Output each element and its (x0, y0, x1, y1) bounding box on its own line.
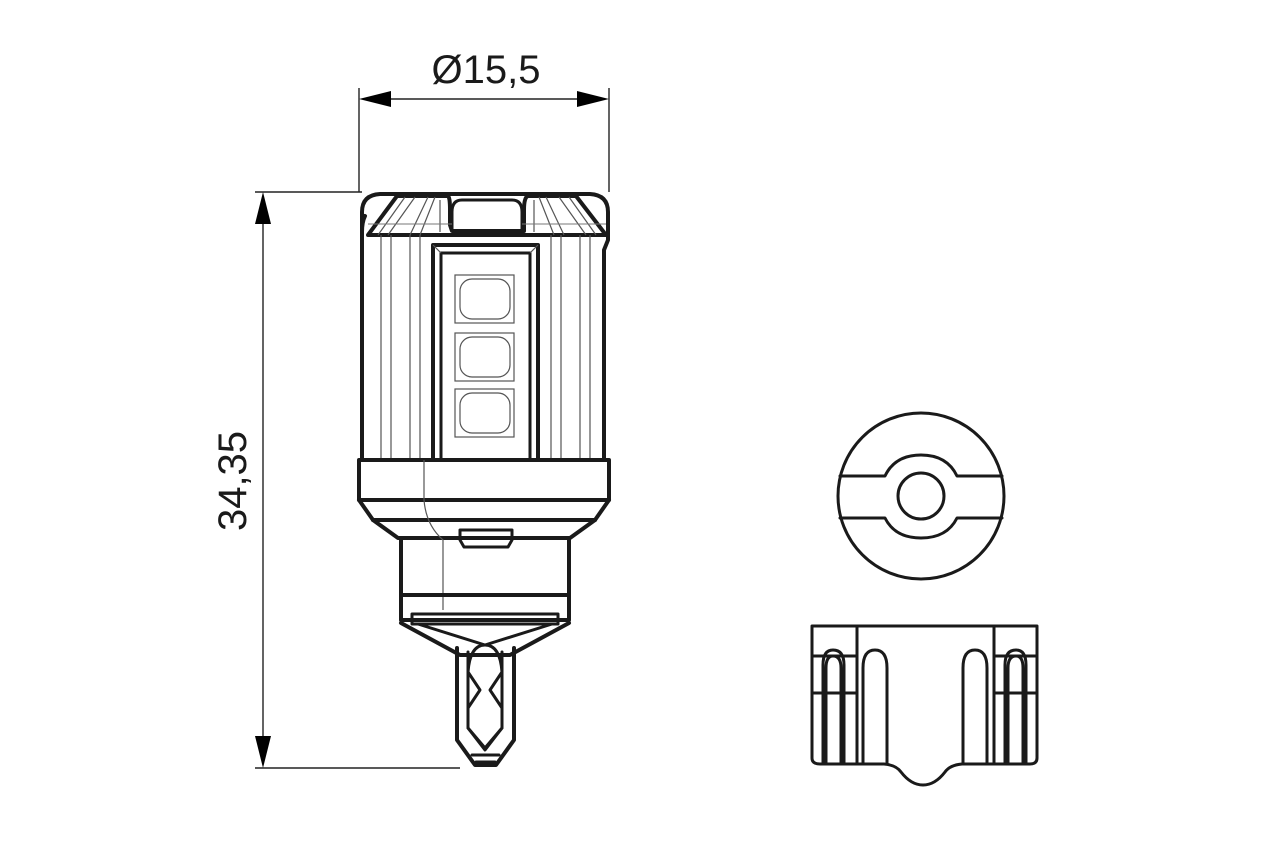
arrow-down-icon (255, 736, 271, 768)
arrow-up-icon (255, 192, 271, 224)
wedge-contacts (455, 643, 516, 767)
collar (357, 458, 611, 610)
ribbing-top-left (368, 196, 452, 236)
body-ribs (380, 235, 591, 460)
ribbing-top-right (522, 196, 606, 236)
led-chip-1 (454, 274, 515, 324)
base-end-view (810, 624, 1039, 787)
base-neck (399, 536, 571, 657)
led-chip-3 (454, 388, 515, 438)
height-label: 34,35 (211, 431, 255, 531)
diameter-dimension: Ø15,5 (358, 48, 610, 192)
led-window (431, 243, 540, 462)
height-dimension: 34,35 (211, 191, 460, 769)
bulb-side-view (357, 192, 611, 767)
led-chip-2 (454, 332, 515, 382)
arrow-right-icon (577, 91, 609, 107)
arrow-left-icon (359, 91, 391, 107)
diameter-label: Ø15,5 (432, 48, 541, 92)
top-view (836, 411, 1006, 581)
